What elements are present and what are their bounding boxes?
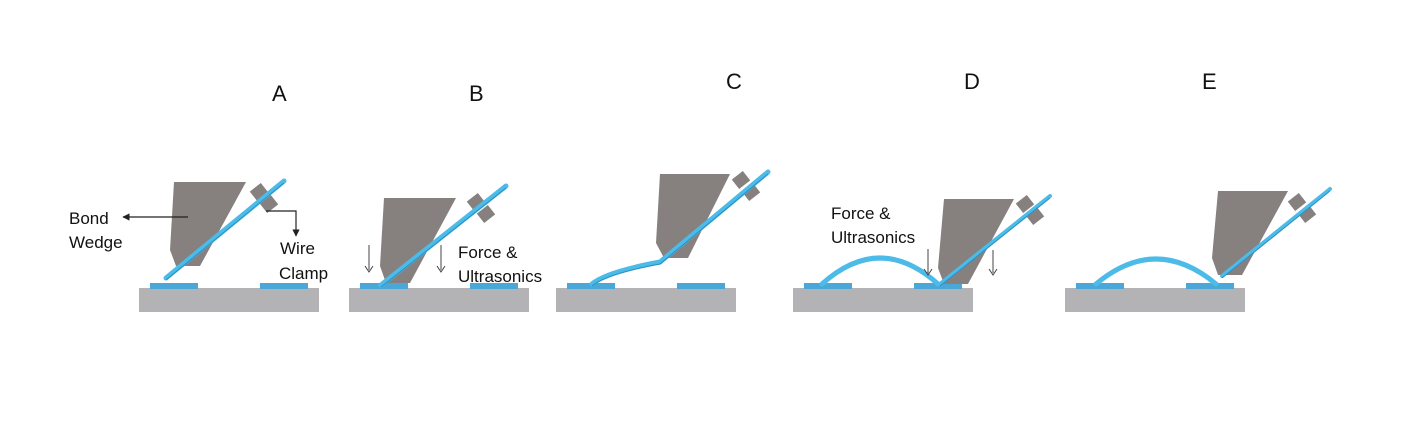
bond-pad-d-left — [804, 283, 852, 289]
wire-clamp-label-line1: Wire — [280, 239, 315, 258]
stage-letter-b: B — [469, 81, 484, 106]
substrate-d — [793, 288, 973, 312]
force-arrows-b — [364, 245, 446, 273]
wire-c — [589, 169, 771, 287]
bond-pad-a-right — [260, 283, 308, 289]
stage-letter-d: D — [964, 69, 980, 94]
stage-letter-a: A — [272, 81, 287, 106]
substrate-e — [1065, 288, 1245, 312]
wire-clamp-b — [466, 192, 496, 224]
force-arrows-d — [923, 249, 998, 276]
bond-wedge-b — [380, 198, 456, 283]
wire-e-tail — [1220, 187, 1332, 278]
bond-wedge-label-line1: Bond — [69, 209, 109, 228]
substrate-a — [139, 288, 319, 312]
bond-pad-c-right — [677, 283, 725, 289]
stage-e: E — [1065, 69, 1332, 312]
force-label-b-line1: Force & — [458, 243, 518, 262]
wire-b — [378, 183, 509, 288]
bond-wedge-c — [656, 174, 730, 258]
bond-pad-b-right — [470, 283, 518, 289]
wire-clamp-e — [1287, 192, 1317, 224]
substrate-b — [349, 288, 529, 312]
stage-letter-c: C — [726, 69, 742, 94]
force-label-d-line1: Force & — [831, 204, 891, 223]
bond-pad-e-left — [1076, 283, 1124, 289]
wire-clamp-pointer — [266, 210, 300, 237]
stage-b: B Force & Ultrasonics — [349, 81, 542, 312]
wire-clamp-c — [731, 170, 761, 202]
bond-pad-e-right — [1186, 283, 1234, 289]
wire-d-tail — [938, 194, 1052, 286]
wire-d-loop — [819, 255, 941, 287]
bond-wedge-label-line2: Wedge — [69, 233, 123, 252]
force-label-d-line2: Ultrasonics — [831, 228, 915, 247]
bond-wedge-a — [170, 182, 246, 266]
stage-a: A Bond Wedge Wire Clamp — [69, 81, 328, 312]
wire-e-loop — [1093, 256, 1219, 287]
bond-wedge-d — [938, 199, 1014, 284]
wire-clamp-a — [249, 182, 279, 214]
wire-a — [163, 178, 287, 281]
bond-wedge-e — [1212, 191, 1288, 275]
stage-d: D Force & Ultrasonics — [793, 69, 1052, 312]
wire-clamp-label-line2: Clamp — [279, 264, 328, 283]
force-label-b-line2: Ultrasonics — [458, 267, 542, 286]
stage-c: C — [556, 69, 771, 312]
wire-clamp-d — [1015, 194, 1045, 226]
bond-pad-a-left — [150, 283, 198, 289]
stage-letter-e: E — [1202, 69, 1217, 94]
substrate-c — [556, 288, 736, 312]
bond-pad-b-left — [360, 283, 408, 289]
